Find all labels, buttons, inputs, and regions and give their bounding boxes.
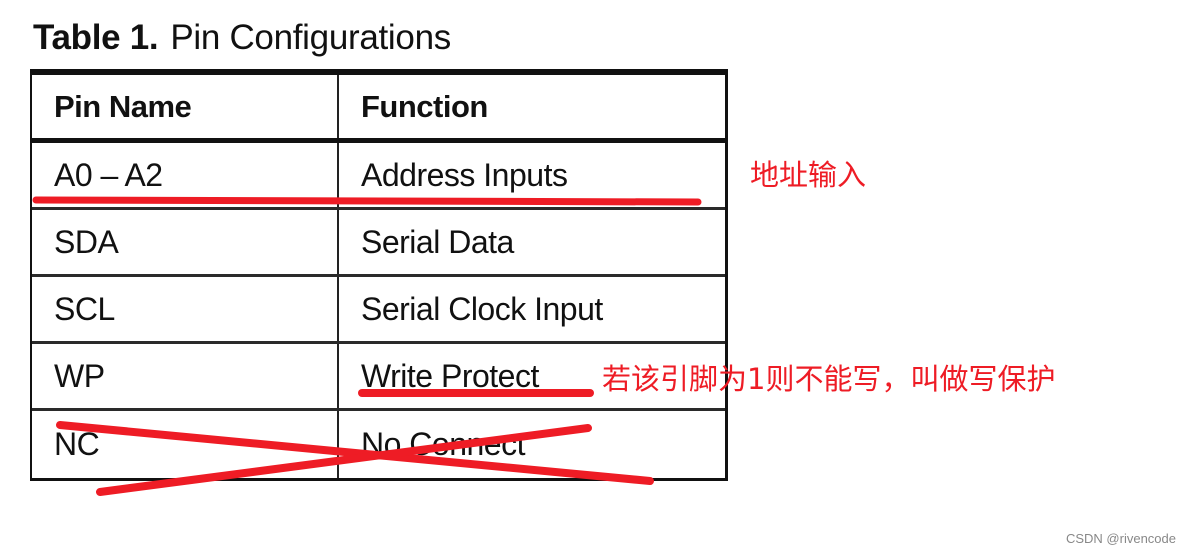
pin-name-cell: A0 – A2 [32, 143, 339, 207]
pin-name-cell: WP [32, 344, 339, 408]
table-header-row: Pin Name Function [32, 75, 725, 143]
table-caption: Table 1. Pin Configurations [33, 16, 451, 60]
table-caption-label: Table 1. [33, 18, 159, 57]
table-row: NC No Connect [32, 411, 725, 478]
header-function: Function [361, 88, 488, 124]
function-cell: No Connect [361, 426, 525, 462]
table-row: SDA Serial Data [32, 210, 725, 277]
watermark: CSDN @rivencode [1065, 531, 1176, 546]
header-pin-name: Pin Name [32, 75, 339, 138]
table-row: SCL Serial Clock Input [32, 277, 725, 344]
function-cell: Address Inputs [361, 156, 568, 193]
pin-name-cell: SCL [32, 277, 339, 341]
table-caption-title: Pin Configurations [170, 18, 451, 57]
address-input-note: 地址输入 [750, 158, 867, 192]
function-cell: Write Protect [361, 357, 539, 394]
pin-name-cell: SDA [32, 210, 339, 274]
write-protect-note: 若该引脚为1则不能写，叫做写保护 [602, 362, 1056, 396]
pin-name-cell: NC [32, 411, 339, 478]
function-cell: Serial Clock Input [361, 290, 603, 327]
table-row: A0 – A2 Address Inputs [32, 143, 725, 210]
table-row: WP Write Protect [32, 344, 725, 411]
pin-configuration-table: Pin Name Function A0 – A2 Address Inputs… [30, 69, 728, 481]
function-cell: Serial Data [361, 223, 514, 260]
